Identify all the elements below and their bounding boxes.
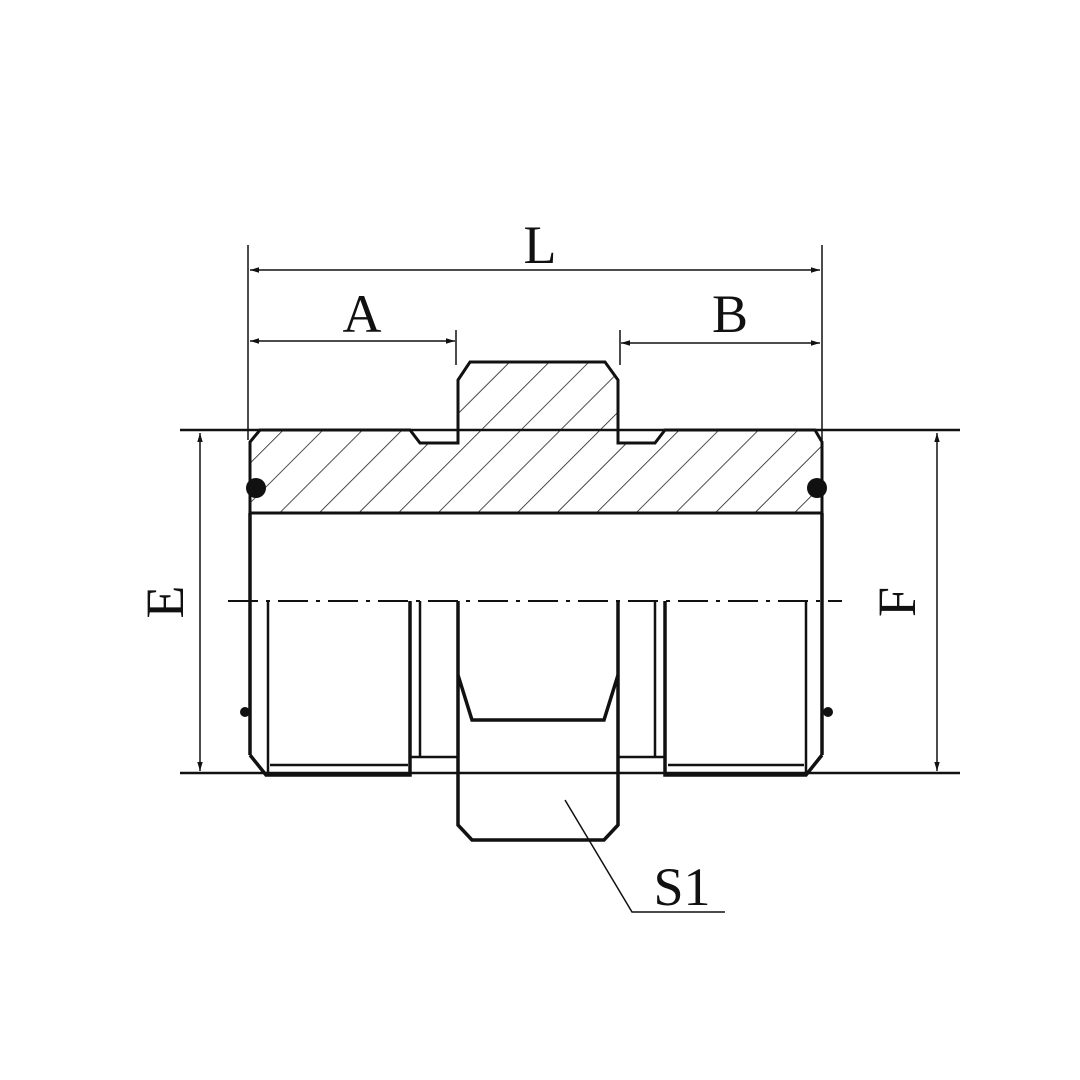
hex-nut — [456, 674, 620, 842]
s1-leader-line — [564, 799, 725, 913]
label-s1: S1 — [653, 857, 710, 917]
o-ring-right-lower — [823, 707, 833, 717]
o-ring-right — [807, 478, 827, 498]
label-f: F — [867, 587, 927, 617]
section-body — [248, 360, 824, 515]
label-b: B — [712, 284, 748, 344]
o-ring-left — [246, 478, 266, 498]
label-a: A — [343, 284, 382, 344]
label-l: L — [524, 215, 557, 275]
o-ring-left-lower — [240, 707, 250, 717]
lower-body — [248, 513, 824, 777]
label-e: E — [135, 586, 195, 619]
